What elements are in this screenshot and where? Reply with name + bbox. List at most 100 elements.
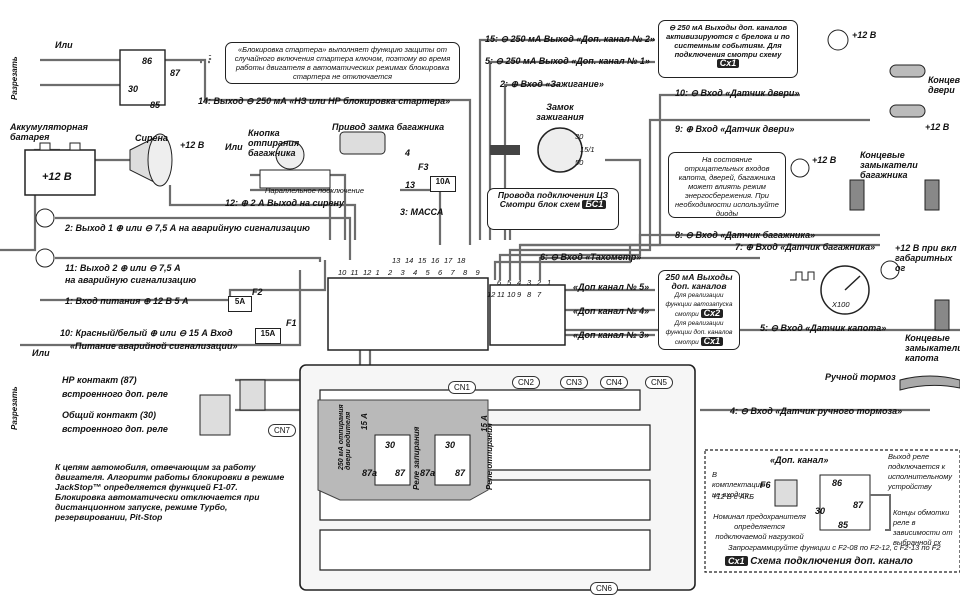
trunk-limit-label: Концевые замыкатели багажника: [860, 150, 918, 180]
conn12-pin: 10: [507, 290, 516, 299]
cn2-label: CN2: [512, 376, 541, 389]
relay-a-pin-87a: 87а: [362, 468, 378, 478]
or-label-2: Или: [32, 348, 50, 358]
scheme-relay-out: Выход реле подключается к исполнительном…: [888, 452, 953, 491]
common-contact-2: встроенного доп. реле: [62, 424, 168, 434]
hood-limit-label: Концевые замыкатели капота: [905, 333, 960, 363]
relay-driver-label: 250 мА отпирания двери водителя: [338, 404, 352, 470]
conn12-pin: 12: [487, 290, 496, 299]
conn18-pin: 18: [457, 256, 466, 265]
right-12v-c: +12 В: [812, 155, 837, 165]
conn12-pin: 6: [497, 278, 502, 287]
autostart-badge: Сх2: [700, 309, 724, 318]
fuse-10a: 10A: [430, 176, 456, 192]
input-2-ignition: 2: ⊕ Вход «Зажигание»: [500, 79, 604, 89]
relay-b-pin-87: 87: [455, 468, 466, 478]
conn18-pin: 11: [350, 268, 359, 277]
conn18-pin: 1: [375, 268, 380, 277]
dop-kanal-3: «Доп канал № 3»: [573, 330, 650, 340]
fuse-f2-label: F2: [252, 287, 263, 297]
ign-pin-50: 50: [575, 158, 584, 167]
cn1-label: CN1: [448, 381, 477, 394]
conn18-pin: 7: [450, 268, 455, 277]
relay-pin-87: 87: [170, 68, 181, 78]
output-11b: на аварийную сигнализацию: [65, 275, 197, 285]
input-4-handbrake: 4: ⊖ Вход «Датчик ручного тормоза»: [730, 406, 903, 416]
relay-pin-85: 85: [150, 100, 161, 110]
common-contact: Общий контакт (30): [62, 410, 157, 420]
scheme-program: Запрограммируйте функции с F2-08 по F2-1…: [728, 543, 941, 552]
jackstop-note: К цепям автомобиля, отвечающим за работу…: [55, 462, 285, 522]
battery-label: Аккумуляторная батарея: [10, 122, 88, 142]
conn18-pin: 2: [388, 268, 393, 277]
conn12-pin: 2: [537, 278, 542, 287]
conn18-pin: 12: [363, 268, 372, 277]
dims-12v-label: +12 В при вкл габаритных ог: [895, 243, 957, 273]
relay-cut-label: Разрезать: [10, 56, 19, 100]
output-12-siren: 12: ⊕ 2 А Выход на сирену: [225, 198, 344, 208]
aux-outputs-badge: Сх1: [716, 59, 740, 68]
input-9-door: 9: ⊕ Вход «Датчик двери»: [675, 124, 795, 134]
trunk-lock-label: Привод замка багажника: [332, 122, 445, 132]
or-label: Или: [225, 142, 243, 152]
autostart-text: Для реализации функции автозапуска смотр…: [665, 292, 733, 318]
conn18-pin: 13: [392, 256, 401, 265]
scheme-dop: «Доп. канал»: [770, 455, 829, 465]
conn18-pin: 10: [338, 268, 347, 277]
output-5: 5: ⊖ 250 мА Выход «Доп. канал № 1»: [485, 56, 650, 66]
ign-pin-15: 15/1: [580, 145, 595, 154]
relay-or-label: Или: [55, 40, 73, 50]
aux-outputs-2-text: 250 мА Выходы доп. каналов: [665, 272, 733, 291]
cz-badge: БС1: [582, 200, 607, 209]
relay-a-pin-30: 30: [385, 440, 396, 450]
conn18-pin: 16: [431, 256, 440, 265]
scheme-pin-85: 85: [838, 520, 849, 530]
relay-a-pin-87: 87: [395, 468, 406, 478]
conn18-pin: 9: [475, 268, 480, 277]
dop-kanal-4: «Доп канал № 4»: [573, 306, 650, 316]
scheme-winding: Концы обмотки реле в зависимости от выбр…: [893, 508, 953, 547]
other-func-text: Для реализации функции доп. каналов смот…: [665, 320, 733, 346]
tacho-x100: X100: [832, 300, 850, 309]
output-11: 11: Выход 2 ⊕ или ⊖ 7,5 А: [65, 263, 181, 273]
fuse-f3-label: F3: [418, 162, 429, 172]
aux-outputs-box-2: 250 мА Выходы доп. каналов Для реализаци…: [658, 270, 740, 350]
cz-box: Провода подключения ЦЗ Смотри блок схем …: [487, 188, 619, 230]
scheme-pin-30: 30: [815, 506, 826, 516]
conn12-pin: 3: [527, 278, 532, 287]
scheme-pin-86: 86: [832, 478, 843, 488]
right-12v-a: +12 В: [852, 30, 877, 40]
starter-lock-note: «Блокировка стартера» выполняет функцию …: [225, 42, 460, 84]
fuse-15a: 15A: [255, 328, 281, 344]
conn12-pin: 8: [527, 290, 532, 299]
scheme-nominal: Номинал предохранителя определяется подк…: [713, 512, 806, 541]
siren-12v: +12 В: [180, 140, 205, 150]
conn12-pin: 4: [517, 278, 522, 287]
ignition-lock-label: Замок зажигания: [536, 102, 584, 122]
wire-13: 13: [405, 180, 416, 190]
fuse-5a: 5A: [228, 296, 252, 312]
relay-unlock-label: Реле отпирания: [485, 423, 494, 490]
conn12-pin: 9: [517, 290, 522, 299]
input-8-trunk: 8: ⊖ Вход «Датчик багажника»: [675, 230, 816, 240]
input-7-trunk: 7: ⊕ Вход «Датчик багажника»: [735, 242, 876, 252]
cn7-label: CN7: [268, 424, 297, 437]
cz-title: Провода подключения ЦЗ: [497, 190, 609, 200]
output-15: 15: ⊖ 250 мА Выход «Доп. канал № 2»: [485, 34, 655, 44]
aux-outputs-box: ⊖ 250 мА Выходы доп. каналов активизирую…: [658, 20, 798, 78]
conn12-pin: 11: [497, 290, 505, 299]
scheme-title-badge: Сх1: [725, 556, 748, 566]
right-12v-b: +12 В: [925, 122, 950, 132]
relay-lock-label: Реле запирания: [412, 426, 421, 490]
other-func-badge: Сх1: [700, 337, 724, 346]
conn12-pin: 5: [507, 278, 512, 287]
conn18-pin: 15: [418, 256, 427, 265]
relay-pin-30: 30: [128, 84, 139, 94]
conn18-pin: 17: [444, 256, 453, 265]
conn18-pin: 4: [413, 268, 418, 277]
conn18-pin: 5: [425, 268, 430, 277]
scheme-pin-87: 87: [853, 500, 864, 510]
conn12-pin: 1: [547, 278, 552, 287]
massa-label: 3: МАССА: [400, 207, 444, 217]
